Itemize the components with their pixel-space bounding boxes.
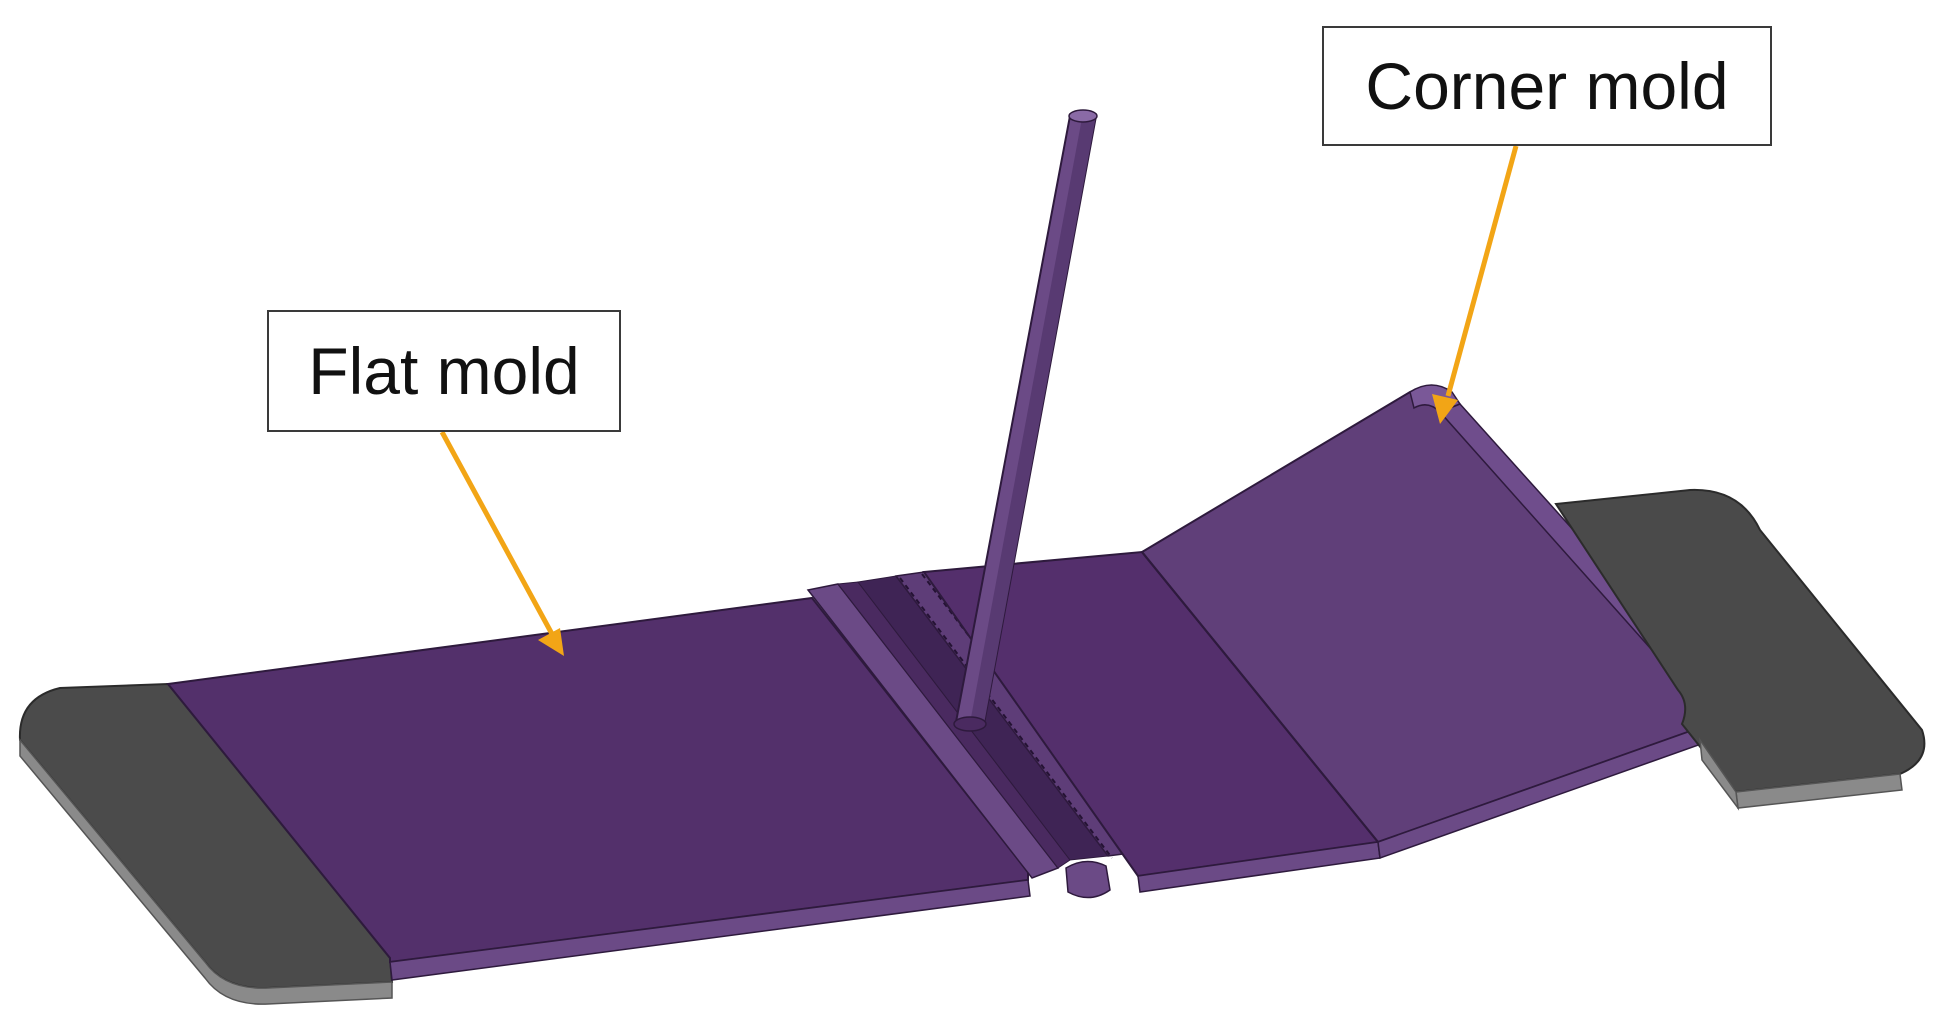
corner-mold-label: Corner mold (1322, 26, 1772, 146)
flat-mold-label: Flat mold (267, 310, 621, 432)
corner-mold-label-text: Corner mold (1365, 49, 1729, 123)
flat-mold-label-text: Flat mold (308, 334, 580, 408)
corner-mold-arrow (1432, 145, 1519, 424)
flat-mold-arrow (439, 430, 564, 656)
right-end-cap (1554, 488, 1926, 811)
left-end-cap (18, 682, 394, 1005)
flat-mold-panel (166, 596, 1031, 981)
vertical-rod (953, 109, 1098, 732)
